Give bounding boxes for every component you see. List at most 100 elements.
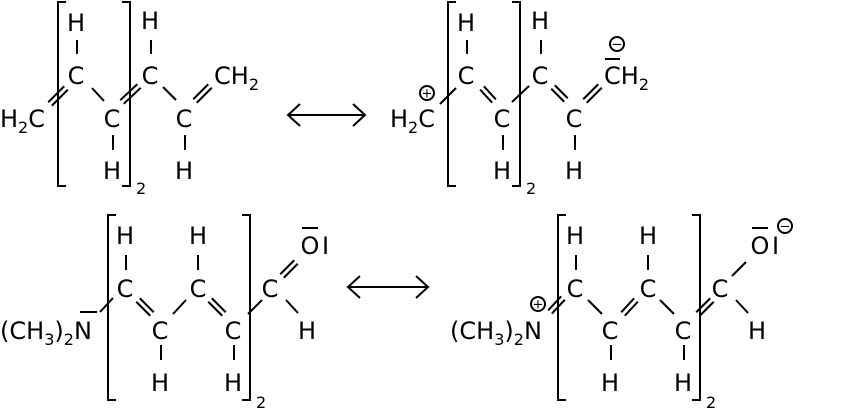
subscript: 3	[494, 330, 504, 349]
carbon-atom: C	[176, 105, 193, 133]
formula-part: N	[524, 317, 542, 345]
resonance-arrow	[346, 275, 430, 299]
hydrogen-atom: H	[531, 7, 549, 35]
hydrogen-atom: H	[189, 222, 207, 250]
carbon-atom: C	[675, 317, 692, 345]
lone-pair: I	[322, 232, 329, 260]
carbon-atom: C	[68, 62, 85, 90]
hydrogen-atom: H	[224, 369, 242, 397]
carbon-atom: C	[117, 275, 134, 303]
single-bond	[735, 299, 749, 314]
double-bond	[119, 83, 142, 105]
carbon-atom: C	[190, 275, 207, 303]
hydrogen-atom: H	[141, 7, 159, 35]
double-bond	[582, 83, 603, 104]
formula-part: C	[214, 62, 231, 90]
repeat-bracket-right	[692, 214, 701, 401]
carbon-atom: C	[494, 105, 511, 133]
hydrogen-atom: H	[493, 157, 511, 185]
subscript: 2	[639, 75, 649, 94]
carbon-atom: C	[566, 105, 583, 133]
charge-sign: −	[780, 220, 791, 235]
double-bond	[547, 295, 566, 315]
subscript: 2	[514, 330, 524, 349]
hydrogen-atom: H	[298, 317, 316, 345]
double-bond	[47, 85, 69, 107]
charge-sign: −	[612, 38, 623, 53]
subscript: 2	[18, 118, 28, 137]
formula-part: H	[621, 62, 639, 90]
repeat-bracket-left	[447, 1, 456, 187]
single-bond	[587, 299, 603, 315]
formula-part: H	[231, 62, 249, 90]
carbon-atom: C	[104, 105, 121, 133]
negative-charge: −	[609, 36, 625, 53]
repeat-bracket-left	[57, 1, 66, 187]
charge-sign: +	[422, 87, 433, 102]
subscript: 3	[44, 330, 54, 349]
subscript: 2	[64, 330, 74, 349]
subscript: 2	[408, 118, 418, 137]
single-bond	[172, 299, 187, 315]
repeat-bracket-right	[242, 214, 251, 401]
double-bond	[550, 84, 569, 103]
hydrogen-atom: H	[639, 222, 657, 250]
carbon-atom: C	[152, 317, 169, 345]
formula-part: H	[390, 105, 408, 133]
carbon-atom: C	[458, 62, 475, 90]
hydrogen-atom: H	[175, 157, 193, 185]
hydrogen-atom: H	[565, 157, 583, 185]
negative-charge: −	[777, 218, 793, 235]
resonance-arrow	[286, 103, 367, 127]
hydrogen-atom: H	[116, 222, 134, 250]
oxygen-atom: O	[301, 232, 320, 260]
single-bond	[659, 299, 675, 315]
formula-part: C	[604, 62, 621, 90]
single-bond	[99, 297, 114, 313]
carbon-atom: C	[602, 317, 619, 345]
ch2-end-group: H2C	[390, 105, 435, 137]
formula-part: H	[26, 317, 44, 345]
single-bond	[285, 299, 299, 314]
repeat-bracket-right	[122, 1, 131, 187]
ch2-end-group: CH2	[214, 62, 259, 94]
carbon-atom: C	[640, 275, 657, 303]
carbon-atom: C	[262, 275, 279, 303]
formula-part: (	[0, 317, 9, 345]
double-bond	[135, 297, 155, 317]
double-bond	[479, 85, 497, 104]
hydrogen-atom: H	[151, 369, 169, 397]
ch2-end-group: H2C	[0, 105, 45, 137]
formula-part: )	[504, 317, 513, 345]
repeat-count: 2	[706, 393, 716, 408]
formula-part: C	[28, 105, 45, 133]
single-bond	[91, 87, 105, 102]
hydrogen-atom: H	[566, 222, 584, 250]
formula-part: C	[418, 105, 435, 133]
double-bond	[192, 83, 213, 104]
repeat-bracket-left	[107, 214, 116, 401]
dimethylamino-group: (CH3)2N	[0, 317, 92, 349]
formula-part: N	[74, 317, 92, 345]
repeat-bracket-right	[512, 1, 521, 187]
formula-part: H	[0, 105, 18, 133]
double-bond	[620, 297, 639, 317]
repeat-count: 2	[526, 179, 536, 198]
double-bond	[695, 297, 715, 317]
hydrogen-atom: H	[748, 317, 766, 345]
double-bond	[207, 297, 227, 317]
oxygen-atom: O	[751, 232, 770, 260]
formula-part: C	[9, 317, 26, 345]
hydrogen-atom: H	[103, 157, 121, 185]
charge-sign: +	[533, 298, 544, 313]
hydrogen-atom: H	[67, 9, 85, 37]
double-bond	[279, 259, 299, 279]
subscript: 2	[249, 75, 259, 94]
carbon-atom: C	[142, 62, 159, 90]
positive-charge: +	[530, 296, 546, 313]
single-bond	[162, 86, 177, 101]
